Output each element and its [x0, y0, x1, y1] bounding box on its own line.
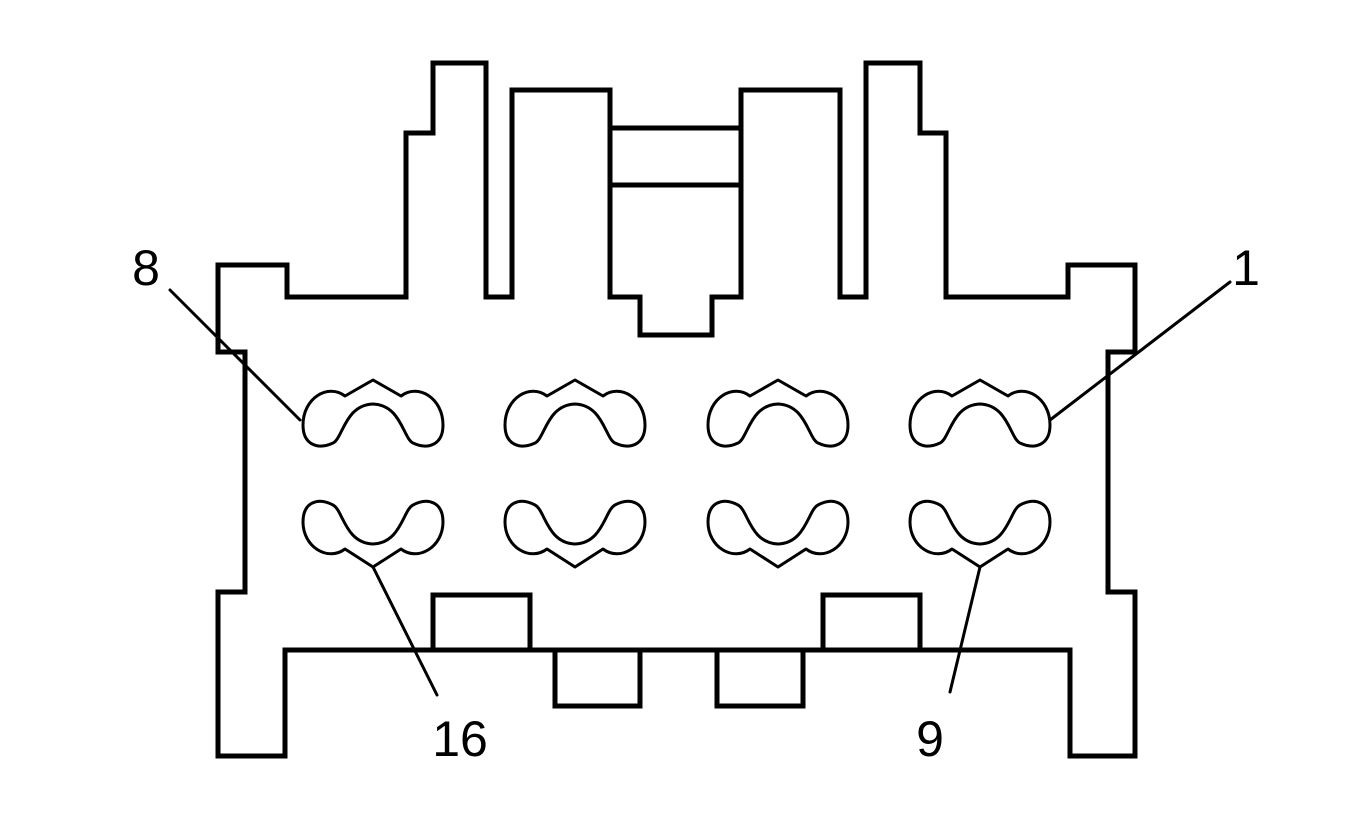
terminal-bottom [908, 499, 1052, 569]
terminal-top [706, 378, 850, 448]
terminal-bottom [503, 499, 647, 569]
terminal-top [908, 378, 1052, 448]
leader-line-pin-1 [1048, 280, 1232, 422]
pin-label-9: 9 [916, 711, 944, 767]
terminal-bottom [301, 499, 445, 569]
pin-label-1: 1 [1232, 240, 1260, 296]
pin-label-16: 16 [432, 711, 488, 767]
leader-line-pin-9 [948, 565, 982, 694]
terminal-row-top [301, 378, 1052, 448]
bottom-tab-right-lowered [714, 650, 806, 709]
bottom-tab-left-raised [430, 592, 533, 650]
terminal-bottom [706, 499, 850, 569]
leader-line-pin-8 [168, 288, 302, 422]
terminal-top [301, 378, 445, 448]
bottom-tab-right-raised [820, 592, 923, 650]
connector-housing-outline [215, 60, 1138, 759]
bottom-tab-left-lowered [552, 650, 643, 709]
leader-line-pin-16 [371, 565, 439, 697]
pin-label-8: 8 [132, 240, 160, 296]
terminal-row-bottom [301, 499, 1052, 569]
terminal-top [503, 378, 647, 448]
